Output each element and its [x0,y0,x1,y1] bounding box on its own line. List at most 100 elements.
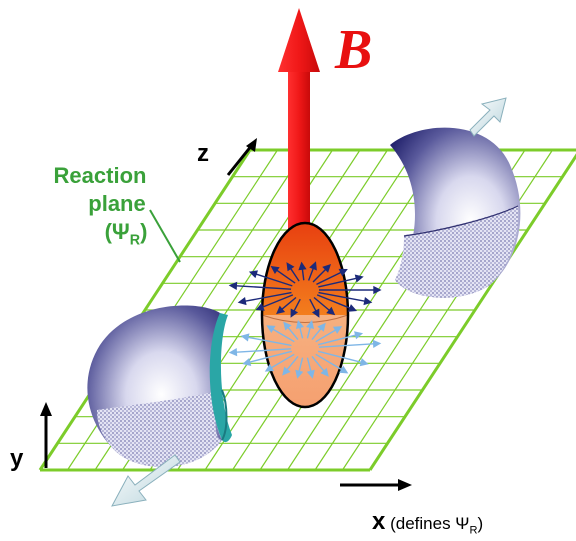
emission-arrow-upper [318,277,357,288]
emission-arrow-lower-head [339,365,349,374]
emission-arrow-upper [313,296,330,311]
emission-arrow-upper-head [298,261,307,271]
reaction-plane-line2: plane [88,191,146,216]
axis-x-arrow [340,479,412,491]
emission-arrow-upper [307,268,314,281]
emission-arrow-lower-head [372,339,382,348]
emission-arrow-upper [255,273,293,287]
b-field-arrow [278,8,320,230]
axis-z-label: z [197,140,209,167]
axis-z-arrow [226,138,257,176]
axis-x-note-close: ) [477,514,484,533]
emission-arrow-lower-head [317,322,326,332]
emission-arrow-lower [272,328,295,343]
emission-arrow-lower-head [320,367,329,377]
emission-arrow-upper [312,268,327,283]
emission-arrow-lower-head [332,326,343,334]
reaction-plane-leader [149,209,181,263]
axis-x-label: x [372,508,386,535]
emission-arrow-lower-head [240,333,250,342]
emission-arrow-lower-head [306,369,315,379]
emission-arrow-lower [247,336,292,347]
emission-arrows-lower [228,319,382,379]
emission-arrow-lower [318,343,374,348]
emission-arrow-upper [309,298,317,312]
emission-arrow-upper-head [228,281,238,290]
axis-y-arrow [40,402,52,468]
emission-arrow-lower-head [354,331,364,340]
emission-arrow-upper-head [326,306,336,316]
emission-arrow-lower-head [228,348,238,357]
reaction-plane-psi: (ΨR) [30,218,170,254]
psi-close: ) [140,219,148,244]
emission-arrow-upper [316,271,342,286]
spectator-nucleus-left [87,305,232,467]
emission-arrow-lower-head [359,358,369,367]
emission-arrow-upper [236,285,292,290]
emission-arrow-lower [298,357,304,372]
emission-arrow-upper-head [290,308,299,318]
emission-arrow-upper [316,294,351,309]
emission-arrow-lower-head [295,319,304,330]
emission-arrow-upper [301,268,305,281]
emission-arrow-upper-head [248,270,259,279]
emission-arrow-upper [281,296,297,310]
emission-arrow-upper-head [309,261,317,271]
axis-y-label: y [10,445,24,472]
emission-arrow-lower [286,356,299,371]
motion-arrow-upper [469,97,507,137]
emission-arrow-upper [244,291,292,302]
axis-x-note: (defines Ψ [390,514,470,533]
emission-arrow-upper-head [338,268,348,277]
emission-arrow-upper-head [276,305,286,315]
emission-arrow-upper-head [237,297,247,306]
emission-arrow-lower [306,327,311,339]
emission-arrow-lower [311,328,322,340]
emission-arrow-upper-head [270,265,280,274]
emission-arrow-lower-head [282,366,291,376]
emission-arrow-upper [276,269,296,284]
motion-arrow-lower [111,454,181,507]
emission-arrow-lower [315,353,343,371]
emission-arrow-upper-head [311,308,320,318]
emission-arrows-upper [228,261,382,318]
emission-arrow-upper [290,268,300,282]
reaction-plane-label: Reaction plane (ΨR) [30,162,170,254]
emission-arrow-lower [315,329,336,343]
emission-arrow-upper-head [286,262,295,272]
emission-arrow-lower-head [306,319,315,330]
emission-arrow-upper-head [373,285,382,295]
grid-line [368,153,576,471]
emission-arrow-lower [236,348,292,353]
emission-arrow-upper [293,298,301,312]
emission-arrow-upper-head [347,304,358,312]
emission-arrow-lower-head [295,369,304,379]
psi-symbol: (Ψ [104,219,130,244]
emission-arrow-lower-head [264,363,274,372]
emission-arrow-lower [299,327,304,339]
psi-subscript: R [129,232,141,249]
emission-arrow-upper-head [322,264,331,273]
axis-x-note-sub: R [469,524,478,537]
spectator-nucleus-right [390,127,521,298]
emission-arrow-lower-head [266,325,276,334]
emission-arrow-upper [318,291,366,302]
emission-arrow-lower [317,334,356,346]
emission-arrow-upper-head [255,303,265,311]
emission-arrow-lower-head [283,321,292,331]
emission-arrow-lower [270,353,295,369]
emission-arrow-lower [287,326,299,340]
emission-arrow-upper-head [354,274,364,283]
emission-arrow-upper-head [363,297,373,306]
emission-arrow-upper [262,294,294,308]
emission-arrow-lower [317,350,362,364]
reaction-plane-line1: Reaction [53,163,147,188]
emission-arrow-lower [306,357,312,372]
emission-arrow-lower-head [242,357,252,366]
axis-x-caption: x (defines ΨR) [372,508,483,536]
emission-arrow-lower [311,356,325,372]
b-field-label: B [335,19,373,81]
emission-arrow-lower [249,350,293,363]
